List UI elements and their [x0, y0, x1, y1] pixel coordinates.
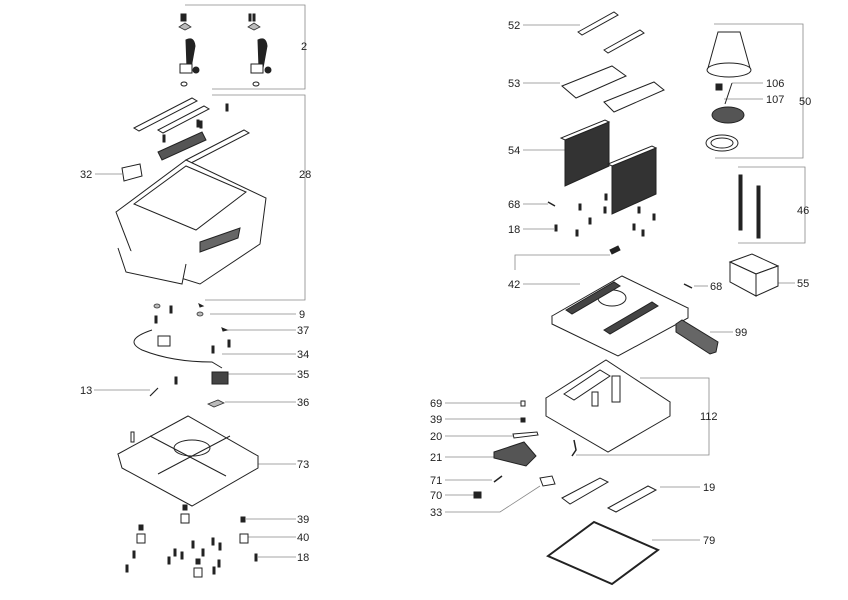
- upper-housing: [550, 245, 690, 357]
- callout-79[interactable]: 79: [703, 535, 715, 547]
- label-sticker-32: [121, 163, 143, 182]
- callout-2[interactable]: 2: [301, 41, 307, 53]
- feet-and-screws: [125, 504, 258, 578]
- callout-33[interactable]: 33: [430, 507, 442, 519]
- callout-53[interactable]: 53: [508, 78, 520, 90]
- base-plate: [116, 415, 260, 507]
- callout-68-right[interactable]: 68: [710, 281, 722, 293]
- lower-tank: [545, 359, 671, 457]
- callout-21[interactable]: 21: [430, 452, 442, 464]
- callout-46[interactable]: 46: [797, 205, 809, 217]
- switch-parts: [473, 400, 556, 499]
- callout-19[interactable]: 19: [703, 482, 715, 494]
- callout-35[interactable]: 35: [297, 369, 309, 381]
- callout-50[interactable]: 50: [799, 96, 811, 108]
- cable-harness: [133, 303, 231, 408]
- lid-housing: [115, 159, 267, 285]
- callout-20[interactable]: 20: [430, 431, 442, 443]
- filter-screws: [547, 193, 656, 237]
- motor-assembly: [705, 31, 752, 152]
- callout-18-left[interactable]: 18: [297, 552, 309, 564]
- callout-99[interactable]: 99: [735, 327, 747, 339]
- hose-holder-99: [675, 319, 719, 355]
- handle-right: [247, 13, 272, 87]
- bracket-28: [205, 94, 306, 301]
- lid-strips: [132, 97, 251, 164]
- callout-52[interactable]: 52: [508, 20, 520, 32]
- pin-68: [683, 283, 693, 289]
- handle-left: [178, 13, 200, 87]
- tank-gasket-79: [546, 520, 660, 586]
- long-bolts: [738, 174, 761, 239]
- callout-42[interactable]: 42: [508, 279, 520, 291]
- filter-seal-strips: [577, 11, 645, 54]
- callout-106[interactable]: 106: [766, 78, 784, 90]
- bracket-112: [576, 377, 710, 456]
- callout-73[interactable]: 73: [297, 459, 309, 471]
- callout-71[interactable]: 71: [430, 475, 442, 487]
- bracket-50: [714, 23, 804, 159]
- filter-seals-19: [561, 477, 658, 513]
- callout-70[interactable]: 70: [430, 490, 442, 502]
- callout-40[interactable]: 40: [297, 532, 309, 544]
- callout-36[interactable]: 36: [297, 397, 309, 409]
- callout-54[interactable]: 54: [508, 145, 520, 157]
- cartridge-filters: [559, 119, 658, 215]
- callout-68-left[interactable]: 68: [508, 199, 520, 211]
- callout-55[interactable]: 55: [797, 278, 809, 290]
- callout-39-left[interactable]: 39: [297, 514, 309, 526]
- callout-32[interactable]: 32: [80, 169, 92, 181]
- callout-28[interactable]: 28: [299, 169, 311, 181]
- filter-gaskets: [561, 65, 665, 113]
- electronics-box: [728, 253, 780, 297]
- callout-69[interactable]: 69: [430, 398, 442, 410]
- bracket-46: [738, 166, 806, 244]
- callout-9[interactable]: 9: [299, 309, 305, 321]
- callout-107[interactable]: 107: [766, 94, 784, 106]
- callout-18-right[interactable]: 18: [508, 224, 520, 236]
- bracket-2: [185, 4, 306, 90]
- callout-37[interactable]: 37: [297, 325, 309, 337]
- callout-34[interactable]: 34: [297, 349, 309, 361]
- callout-112[interactable]: 112: [700, 411, 718, 423]
- callout-13[interactable]: 13: [80, 385, 92, 397]
- callout-39-right[interactable]: 39: [430, 414, 442, 426]
